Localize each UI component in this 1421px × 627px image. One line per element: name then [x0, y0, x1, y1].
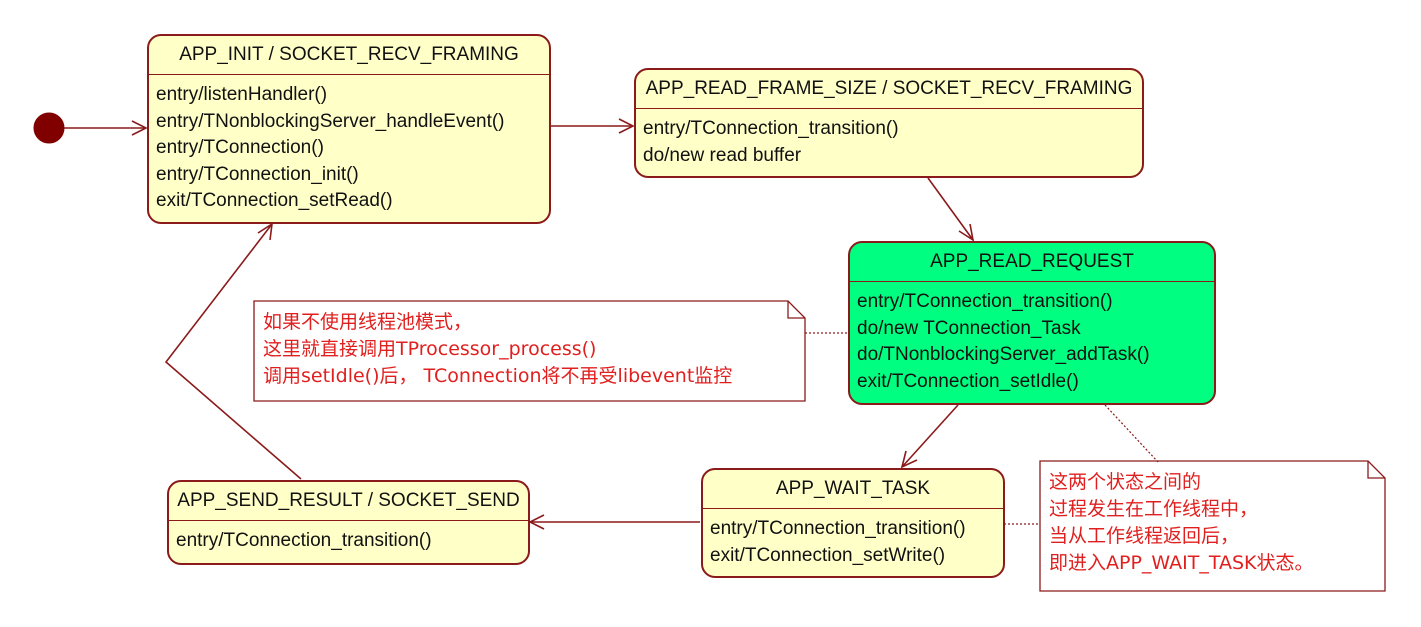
state-action: exit/TConnection_setWrite(): [710, 544, 946, 566]
state-action: entry/TConnection_transition(): [710, 518, 966, 539]
state-actions: entry/TConnection_transition(): [169, 521, 528, 559]
state-title: APP_INIT / SOCKET_RECV_FRAMING: [149, 36, 549, 75]
state-action: entry/TConnection_transition(): [857, 291, 1113, 312]
note-line: 如果不使用线程池模式，: [263, 311, 473, 333]
state-app-wait-task: APP_WAIT_TASK entry/TConnection_transiti…: [701, 468, 1005, 578]
note-line: 这两个状态之间的: [1049, 471, 1202, 493]
state-action: exit/TConnection_setIdle(): [857, 370, 1079, 392]
state-title: APP_SEND_RESULT / SOCKET_SEND: [169, 482, 528, 521]
state-action: entry/listenHandler(): [156, 84, 328, 105]
state-actions: entry/TConnection_transition() do/new re…: [636, 109, 1142, 173]
state-title: APP_READ_FRAME_SIZE / SOCKET_RECV_FRAMIN…: [636, 70, 1142, 109]
arrow-read-frame-size-to-read-request: [927, 177, 975, 242]
arrow-wait-task-to-send-result: [528, 514, 700, 530]
note-line: 调用setIdle()后， TConnection将不再受libevent监控: [263, 365, 733, 387]
state-actions: entry/TConnection_transition() do/new TC…: [850, 282, 1214, 399]
note-line: 过程发生在工作线程中，: [1049, 498, 1259, 520]
worker-thread-note: 这两个状态之间的 过程发生在工作线程中， 当从工作线程返回后， 即进入APP_W…: [1040, 463, 1384, 591]
state-actions: entry/listenHandler() entry/TNonblocking…: [149, 75, 549, 219]
state-app-read-frame-size: APP_READ_FRAME_SIZE / SOCKET_RECV_FRAMIN…: [634, 68, 1144, 178]
state-action: do/new read buffer: [643, 144, 802, 166]
state-action: entry/TConnection_init(): [156, 163, 359, 185]
note-line: 当从工作线程返回后，: [1049, 525, 1240, 547]
note2-anchor-read-request: [1104, 404, 1159, 463]
state-action: exit/TConnection_setRead(): [156, 190, 393, 211]
note-line: 这里就直接调用TProcessor_process(): [263, 338, 597, 360]
thread-pool-note: 如果不使用线程池模式， 这里就直接调用TProcessor_process() …: [254, 303, 804, 401]
state-action: entry/TNonblockingServer_handleEvent(): [156, 110, 505, 132]
worker-thread-note-shape: [1039, 460, 1386, 592]
arrow-send-result-to-init: [164, 222, 302, 480]
state-actions: entry/TConnection_transition() exit/TCon…: [703, 509, 1003, 573]
state-app-send-result: APP_SEND_RESULT / SOCKET_SEND entry/TCon…: [167, 480, 530, 565]
state-app-init: APP_INIT / SOCKET_RECV_FRAMING entry/lis…: [147, 34, 551, 224]
arrow-read-request-to-wait-task: [900, 404, 959, 469]
state-title: APP_WAIT_TASK: [703, 470, 1003, 509]
state-action: entry/TConnection_transition(): [643, 118, 899, 139]
state-title: APP_READ_REQUEST: [850, 243, 1214, 282]
state-action: entry/TConnection(): [156, 137, 324, 158]
state-action: entry/TConnection_transition(): [176, 530, 432, 551]
arrow-init-to-read-frame-size: [551, 118, 635, 134]
note-line: 即进入APP_WAIT_TASK状态。: [1049, 552, 1314, 574]
initial-state: [33, 112, 65, 144]
arrow-start-to-init: [64, 120, 148, 136]
state-action: do/TNonblockingServer_addTask(): [857, 344, 1150, 365]
thread-pool-note-shape: [253, 300, 806, 402]
state-action: do/new TConnection_Task: [857, 317, 1081, 339]
state-app-read-request: APP_READ_REQUEST entry/TConnection_trans…: [848, 241, 1216, 405]
